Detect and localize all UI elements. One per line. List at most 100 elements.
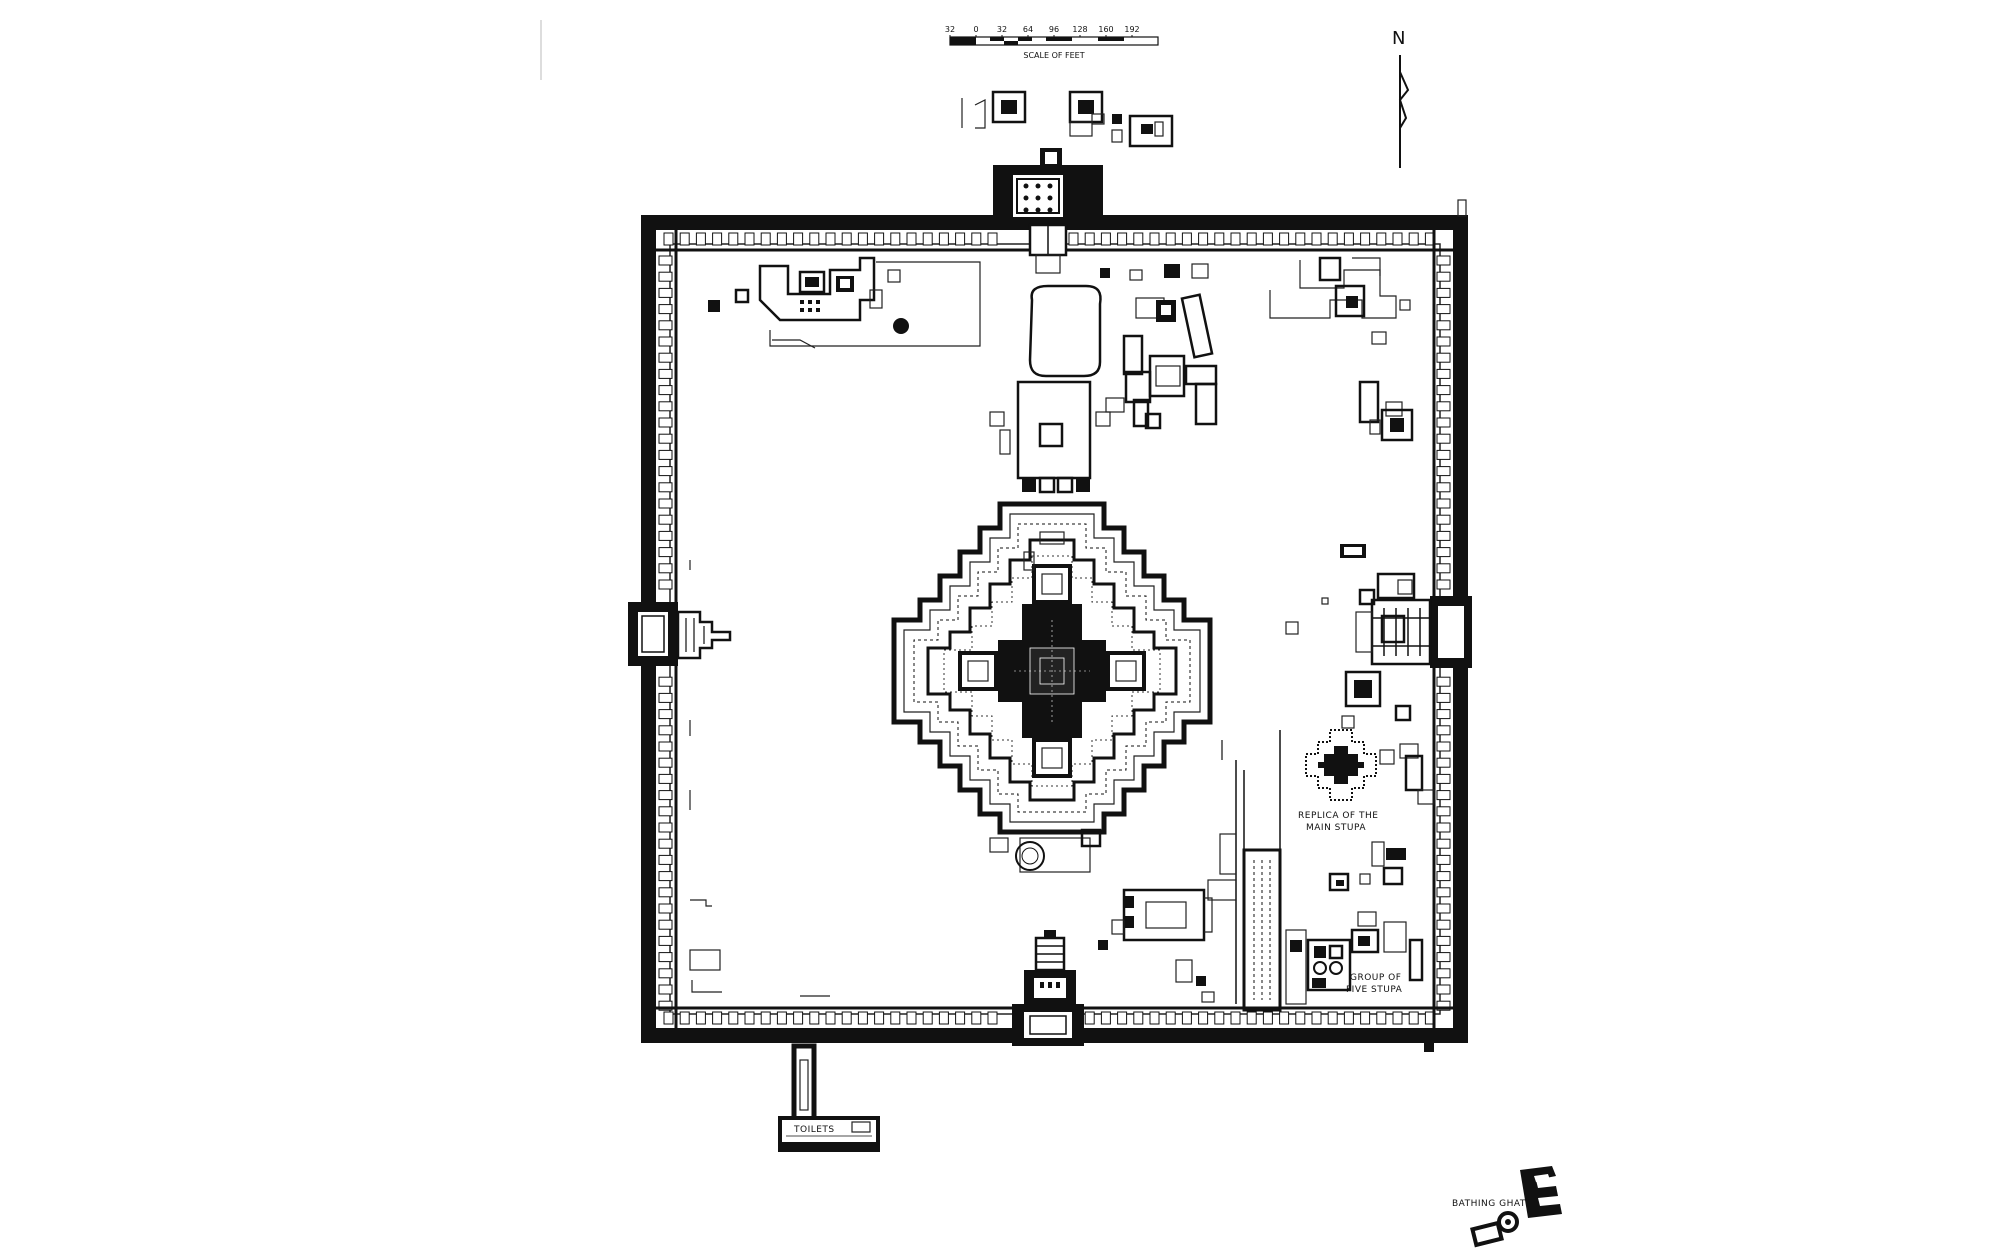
monk-cell	[658, 952, 673, 963]
south-of-stupa-ruins	[989, 828, 1102, 873]
monk-cell	[1436, 368, 1451, 379]
monk-cell	[658, 304, 673, 315]
monk-cell	[1436, 854, 1451, 865]
monk-cell	[1392, 1011, 1403, 1025]
monk-cell	[1436, 709, 1451, 720]
monk-cell	[760, 1011, 771, 1025]
monk-cell	[1149, 232, 1160, 246]
monk-cell	[1376, 232, 1387, 246]
replica-label-line2: MAIN STUPA	[1306, 823, 1366, 833]
monk-cell	[825, 1011, 836, 1025]
monk-cell	[658, 385, 673, 396]
monk-cell	[658, 676, 673, 687]
monk-cell	[658, 368, 673, 379]
monk-cell	[658, 320, 673, 331]
monk-cell	[1436, 271, 1451, 282]
monk-cell	[658, 466, 673, 477]
monk-cell	[1436, 952, 1451, 963]
monk-cell	[1436, 806, 1451, 817]
monk-cell	[841, 232, 852, 246]
monk-cell	[760, 232, 771, 246]
monk-cell	[1214, 1011, 1225, 1025]
monk-cell	[1198, 1011, 1209, 1025]
monk-cell	[658, 757, 673, 768]
monk-cell	[663, 1011, 674, 1025]
monk-cell	[955, 1011, 966, 1025]
monk-cell	[1436, 514, 1451, 525]
monk-cell	[1436, 692, 1451, 703]
monk-cell	[809, 1011, 820, 1025]
scale-tick-label: 192	[1124, 25, 1139, 34]
monk-cell	[1311, 232, 1322, 246]
monk-cell	[1436, 968, 1451, 979]
monk-cell	[776, 1011, 787, 1025]
five-stupa-label-line1: GROUP OF	[1350, 973, 1401, 983]
monk-cell	[658, 514, 673, 525]
monk-cell	[663, 232, 674, 246]
monk-cell	[1117, 1011, 1128, 1025]
monk-cell	[1165, 1011, 1176, 1025]
monk-cell	[1436, 417, 1451, 428]
monk-cell	[1436, 336, 1451, 347]
monk-cell	[793, 232, 804, 246]
monk-cell	[1436, 320, 1451, 331]
monk-cell	[1279, 1011, 1290, 1025]
monk-cell	[658, 773, 673, 784]
monk-cell	[922, 1011, 933, 1025]
monk-cell	[1133, 232, 1144, 246]
monk-cell	[744, 1011, 755, 1025]
scale-tick-label: 0	[973, 25, 978, 34]
bathing-ghat: BATHING GHAT	[1452, 1166, 1562, 1248]
monk-cell	[1360, 232, 1371, 246]
monk-cell	[658, 919, 673, 930]
monk-cell	[658, 579, 673, 590]
monk-cell	[1198, 232, 1209, 246]
north-arrow-icon: N	[1392, 28, 1410, 168]
monk-cell	[658, 255, 673, 266]
monk-cell	[1246, 232, 1257, 246]
monk-cell	[841, 1011, 852, 1025]
monk-cell	[955, 232, 966, 246]
monk-cell	[890, 232, 901, 246]
scale-tick-label: 128	[1072, 25, 1087, 34]
monk-cell	[658, 838, 673, 849]
monk-cell	[1181, 232, 1192, 246]
monk-cell	[658, 692, 673, 703]
monk-cell	[809, 232, 820, 246]
monk-cell	[1436, 773, 1451, 784]
monk-cell	[1436, 385, 1451, 396]
five-stupa-label-line2: FIVE STUPA	[1346, 985, 1403, 995]
scale-tick-label: 64	[1023, 25, 1033, 34]
monk-cell	[874, 232, 885, 246]
monk-cell	[712, 1011, 723, 1025]
monk-cell	[1100, 1011, 1111, 1025]
monk-cell	[1343, 1011, 1354, 1025]
monk-cell	[1436, 757, 1451, 768]
monk-cell	[1436, 563, 1451, 574]
monk-cell	[1436, 498, 1451, 509]
monk-cell	[1436, 352, 1451, 363]
monk-cell	[658, 449, 673, 460]
monk-cell	[1436, 449, 1451, 460]
monk-cell	[658, 417, 673, 428]
north-label: N	[1392, 28, 1405, 49]
monk-cell	[679, 232, 690, 246]
monk-cell	[1436, 725, 1451, 736]
monk-cell	[1436, 579, 1451, 590]
monk-cell	[1408, 1011, 1419, 1025]
monk-cell	[825, 232, 836, 246]
monk-cell	[938, 232, 949, 246]
monk-cell	[1149, 1011, 1160, 1025]
monk-cell	[1436, 676, 1451, 687]
monk-cell	[1436, 255, 1451, 266]
monk-cell	[658, 741, 673, 752]
monk-cell	[1230, 232, 1241, 246]
monk-cell	[1246, 1011, 1257, 1025]
monk-cell	[971, 232, 982, 246]
monk-cell	[971, 1011, 982, 1025]
monk-cell	[793, 1011, 804, 1025]
monk-cell	[728, 232, 739, 246]
toilets-label: TOILETS	[793, 1125, 835, 1135]
monk-cell	[1100, 232, 1111, 246]
monk-cell	[695, 232, 706, 246]
